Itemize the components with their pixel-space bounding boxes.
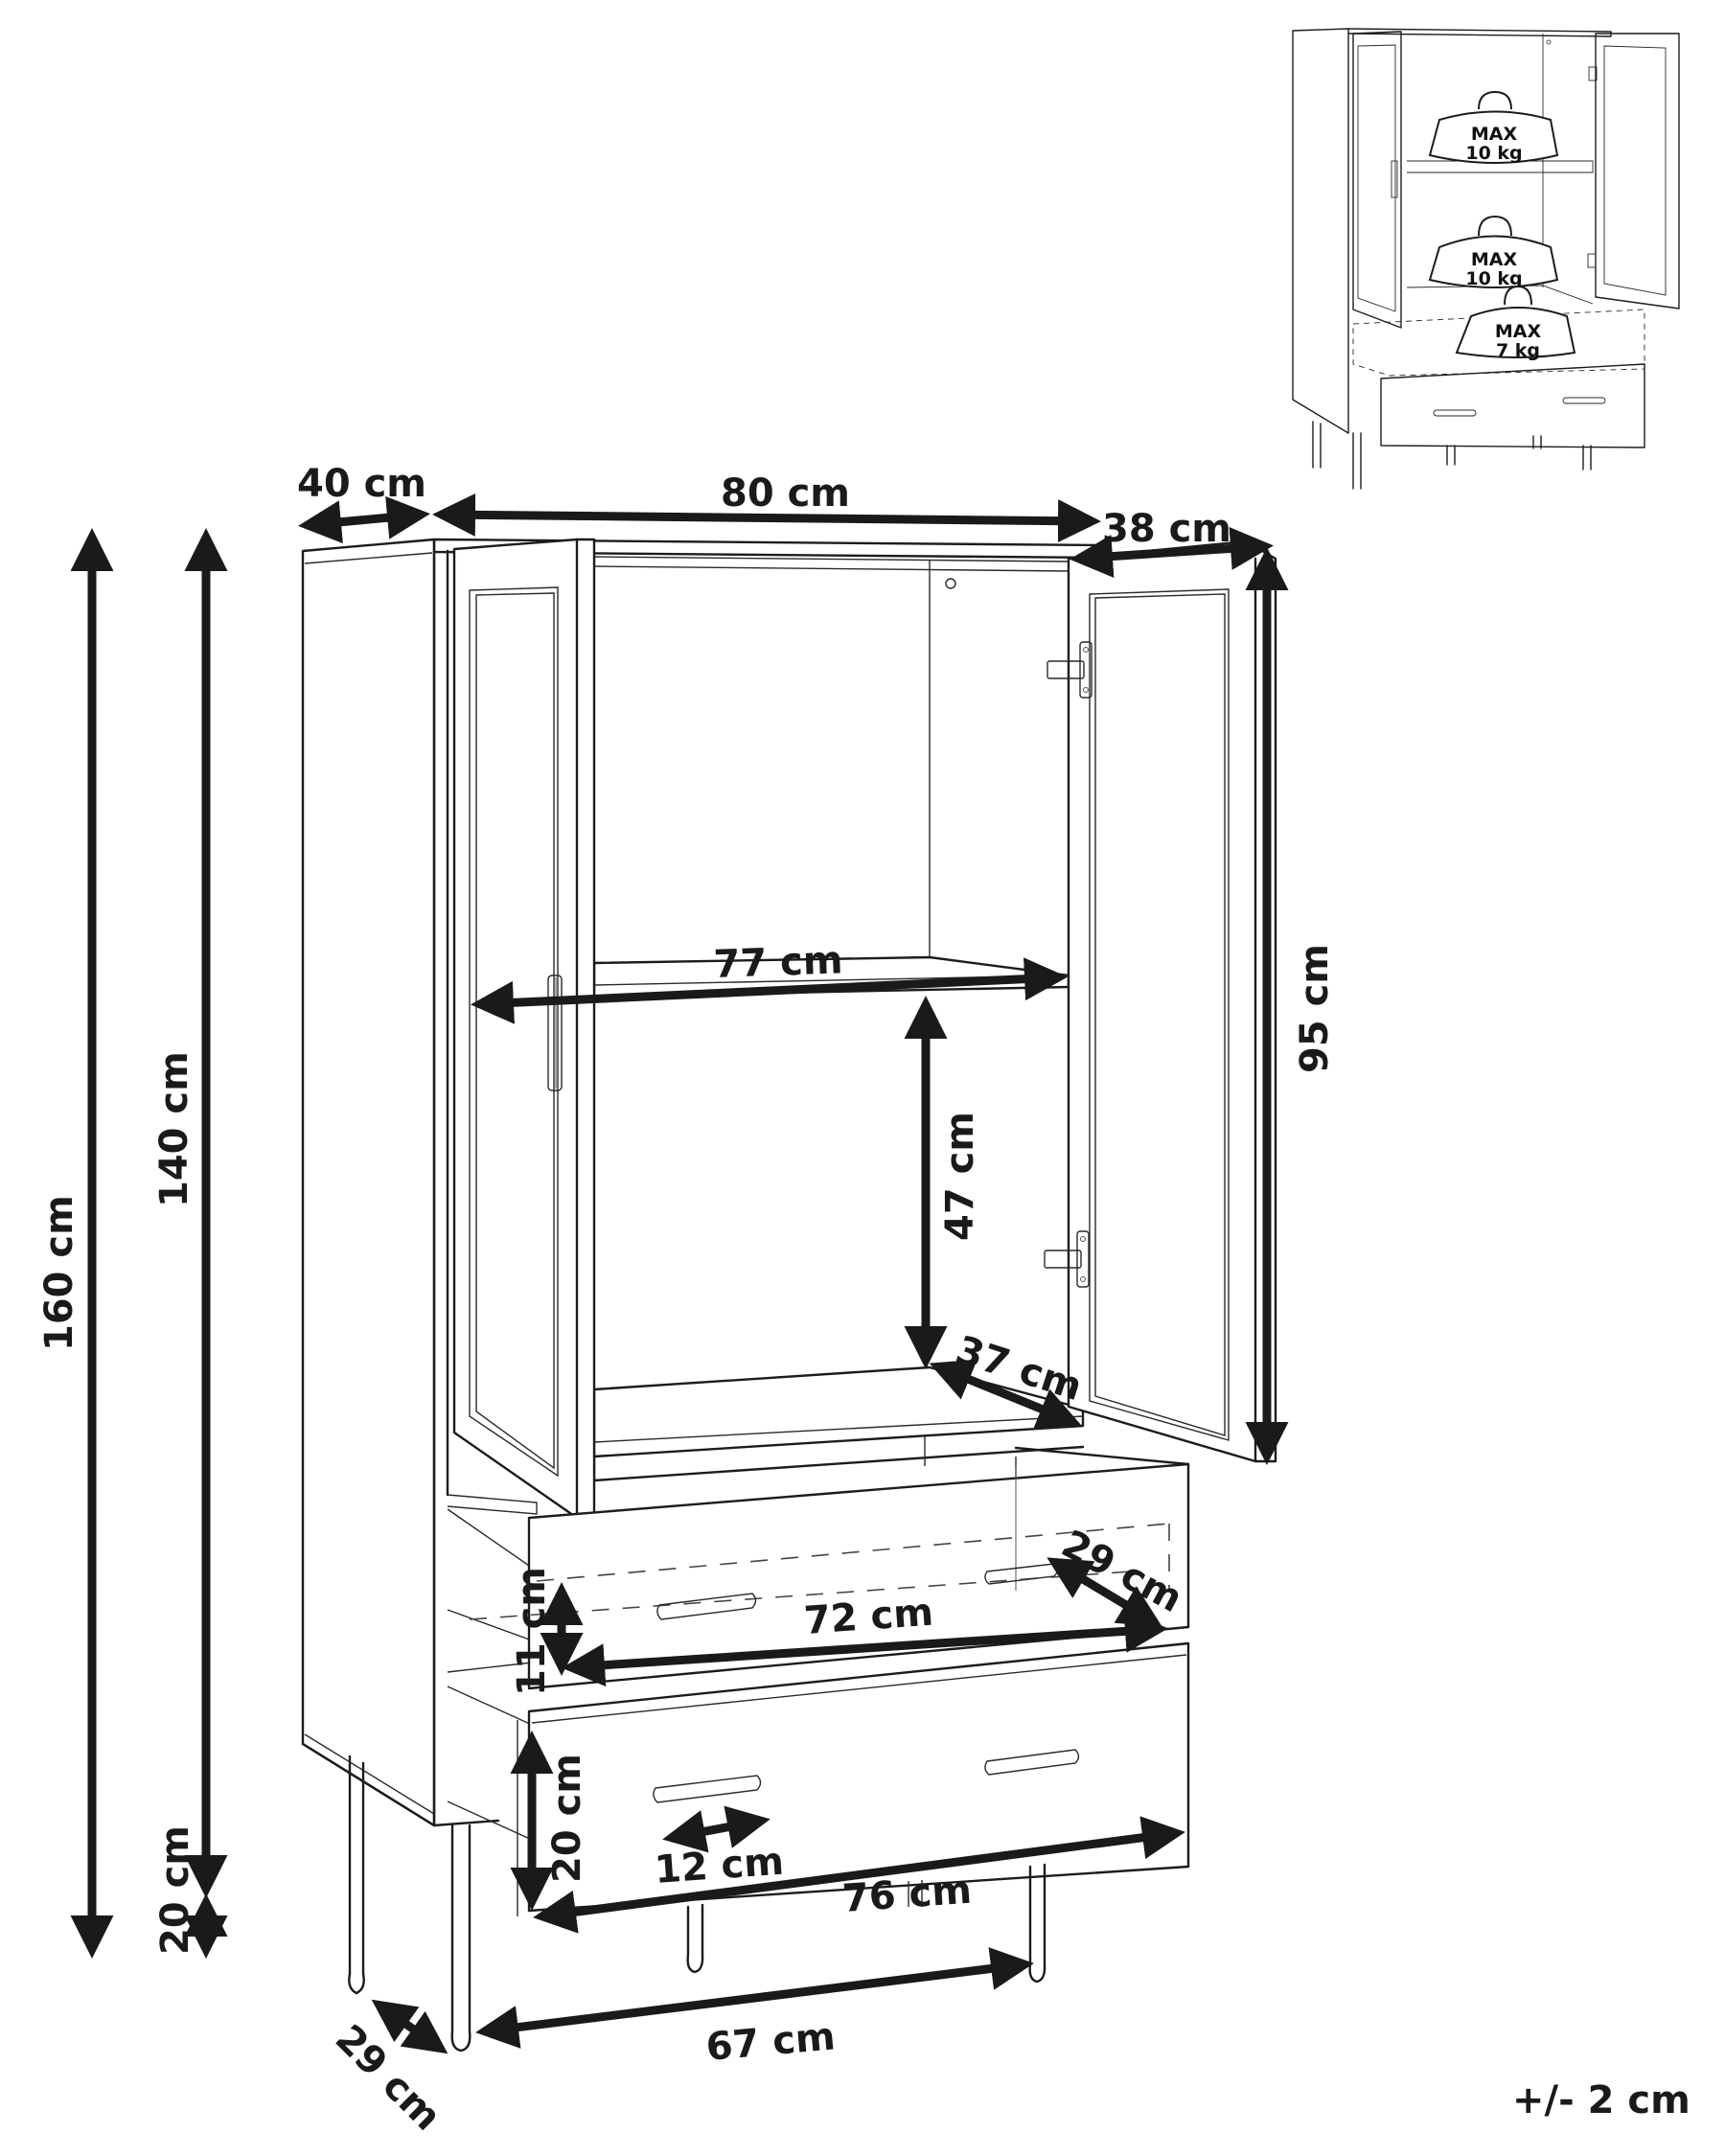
label-drawer-inner-width: 72 cm xyxy=(802,1591,934,1643)
label-door-height: 95 cm xyxy=(1293,944,1337,1073)
dim-arrow-width-top xyxy=(432,493,1101,543)
label-width-top: 80 cm xyxy=(721,471,850,516)
dim-arrow-drawer-inner-width xyxy=(562,1609,1168,1687)
dim-arrow-leg-span-depth xyxy=(371,1999,448,2054)
hinge-icon xyxy=(1046,641,1092,699)
weight-3-value: 7 kg xyxy=(1496,340,1540,361)
label-handle-length: 12 cm xyxy=(653,1840,785,1892)
dimension-labels: 40 cm 80 cm 38 cm 95 cm 160 cm 140 cm 20… xyxy=(37,462,1690,2140)
weight-icon: MAX 10 kg xyxy=(1428,215,1559,289)
load-limit-thumbnail: MAX 10 kg MAX 10 kg MAX 7 kg xyxy=(1292,28,1680,490)
cabinet-side-panel xyxy=(301,538,436,1827)
label-shelf-width: 77 cm xyxy=(713,938,844,987)
dimension-lines xyxy=(70,493,1289,2054)
label-leg-span-depth: 29 cm xyxy=(327,2017,449,2140)
dim-arrow-shelf-depth xyxy=(929,1359,1082,1430)
label-drawer-front-width: 76 cm xyxy=(840,1869,973,1921)
weight-icon: MAX 7 kg xyxy=(1455,285,1576,361)
hinge-icon xyxy=(1044,1230,1090,1288)
dim-arrow-shelf-width xyxy=(471,957,1068,1024)
dim-arrow-depth-top xyxy=(298,495,430,544)
label-shelf-clearance: 47 cm xyxy=(938,1112,982,1241)
weight-1-value: 10 kg xyxy=(1465,143,1522,164)
weight-2-value: 10 kg xyxy=(1465,268,1522,289)
weight-1-label: MAX xyxy=(1471,124,1518,145)
label-total-height: 160 cm xyxy=(37,1195,81,1351)
left-glass-door xyxy=(452,538,596,1520)
label-leg-span-width: 67 cm xyxy=(704,2014,837,2070)
weight-2-label: MAX xyxy=(1471,249,1518,270)
label-leg-height: 20 cm xyxy=(153,1825,197,1955)
label-drawer-front-height: 20 cm xyxy=(545,1754,589,1883)
label-depth-top: 40 cm xyxy=(297,462,426,506)
drawer-handle-icon xyxy=(653,1775,762,1803)
label-door-width: 38 cm xyxy=(1102,507,1231,551)
label-drawer-inner-height: 11 cm xyxy=(510,1567,554,1696)
right-glass-door xyxy=(1044,539,1277,1463)
weight-icon: MAX 10 kg xyxy=(1428,90,1559,164)
dim-arrow-leg-span-width xyxy=(475,1947,1034,2049)
drawer-handle-icon xyxy=(984,1749,1080,1776)
dim-arrow-door-width xyxy=(1070,526,1274,579)
tolerance-note: +/- 2 cm xyxy=(1512,2078,1690,2122)
dim-arrow-drawer-front-width xyxy=(533,1816,1185,1934)
weight-3-label: MAX xyxy=(1495,321,1542,342)
cabinet-drawing xyxy=(301,538,1277,2053)
label-body-height: 140 cm xyxy=(152,1051,196,1207)
